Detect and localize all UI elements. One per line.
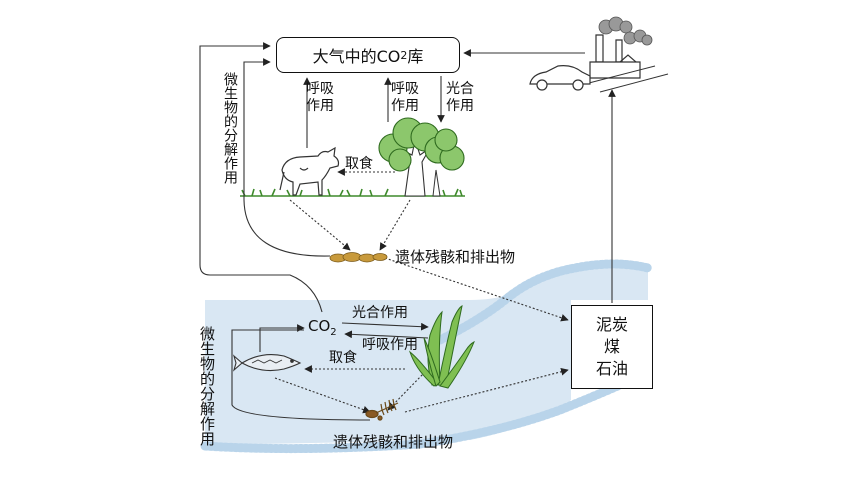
atmosphere-label-sub: 2: [400, 48, 408, 62]
fish-skeleton-icon: [365, 398, 399, 421]
land-respiration-tree-label: 呼吸作用: [391, 81, 419, 114]
water-co2-sub: 2: [330, 327, 337, 338]
land-decomposer-label: 微生物的分解作用: [222, 72, 238, 184]
land-respiration-cow-label: 呼吸作用: [306, 81, 334, 114]
land-feeding-label: 取食: [345, 156, 373, 172]
water-feeding-label: 取食: [329, 350, 357, 366]
water-remains-label: 遗体残骸和排出物: [333, 433, 454, 451]
land-remains-icon: [329, 252, 388, 263]
fossil-store-coal: 煤: [603, 337, 620, 356]
water-decomposer-label: 微生物的分解作用: [198, 326, 216, 446]
grass-icon: [240, 188, 465, 197]
land-remains-label: 遗体残骸和排出物: [395, 248, 516, 266]
factory-icon: [589, 16, 653, 79]
water-respiration-label: 呼吸作用: [362, 337, 418, 353]
fish-icon: [232, 354, 302, 372]
car-icon: [529, 65, 591, 91]
atmosphere-label-prefix: 大气中的CO: [312, 47, 401, 66]
cow-icon: [279, 146, 340, 196]
fossil-store-oil: 石油: [595, 359, 628, 378]
fossil-fuel-store: 泥炭 煤 石油: [571, 305, 653, 389]
land-photosynthesis-label: 光合作用: [446, 81, 474, 114]
water-body: [205, 267, 648, 445]
tree-icon: [378, 117, 465, 197]
lake-bottom: [200, 380, 625, 454]
fossil-store-peat: 泥炭: [595, 315, 628, 334]
water-photosynthesis-label: 光合作用: [352, 305, 408, 321]
water-co2-prefix: CO: [308, 317, 331, 335]
shore-line: [435, 259, 653, 345]
water-co2-label: CO2: [308, 317, 337, 338]
seaweed-icon: [408, 305, 475, 389]
atmosphere-label-suffix: 库: [407, 47, 424, 66]
